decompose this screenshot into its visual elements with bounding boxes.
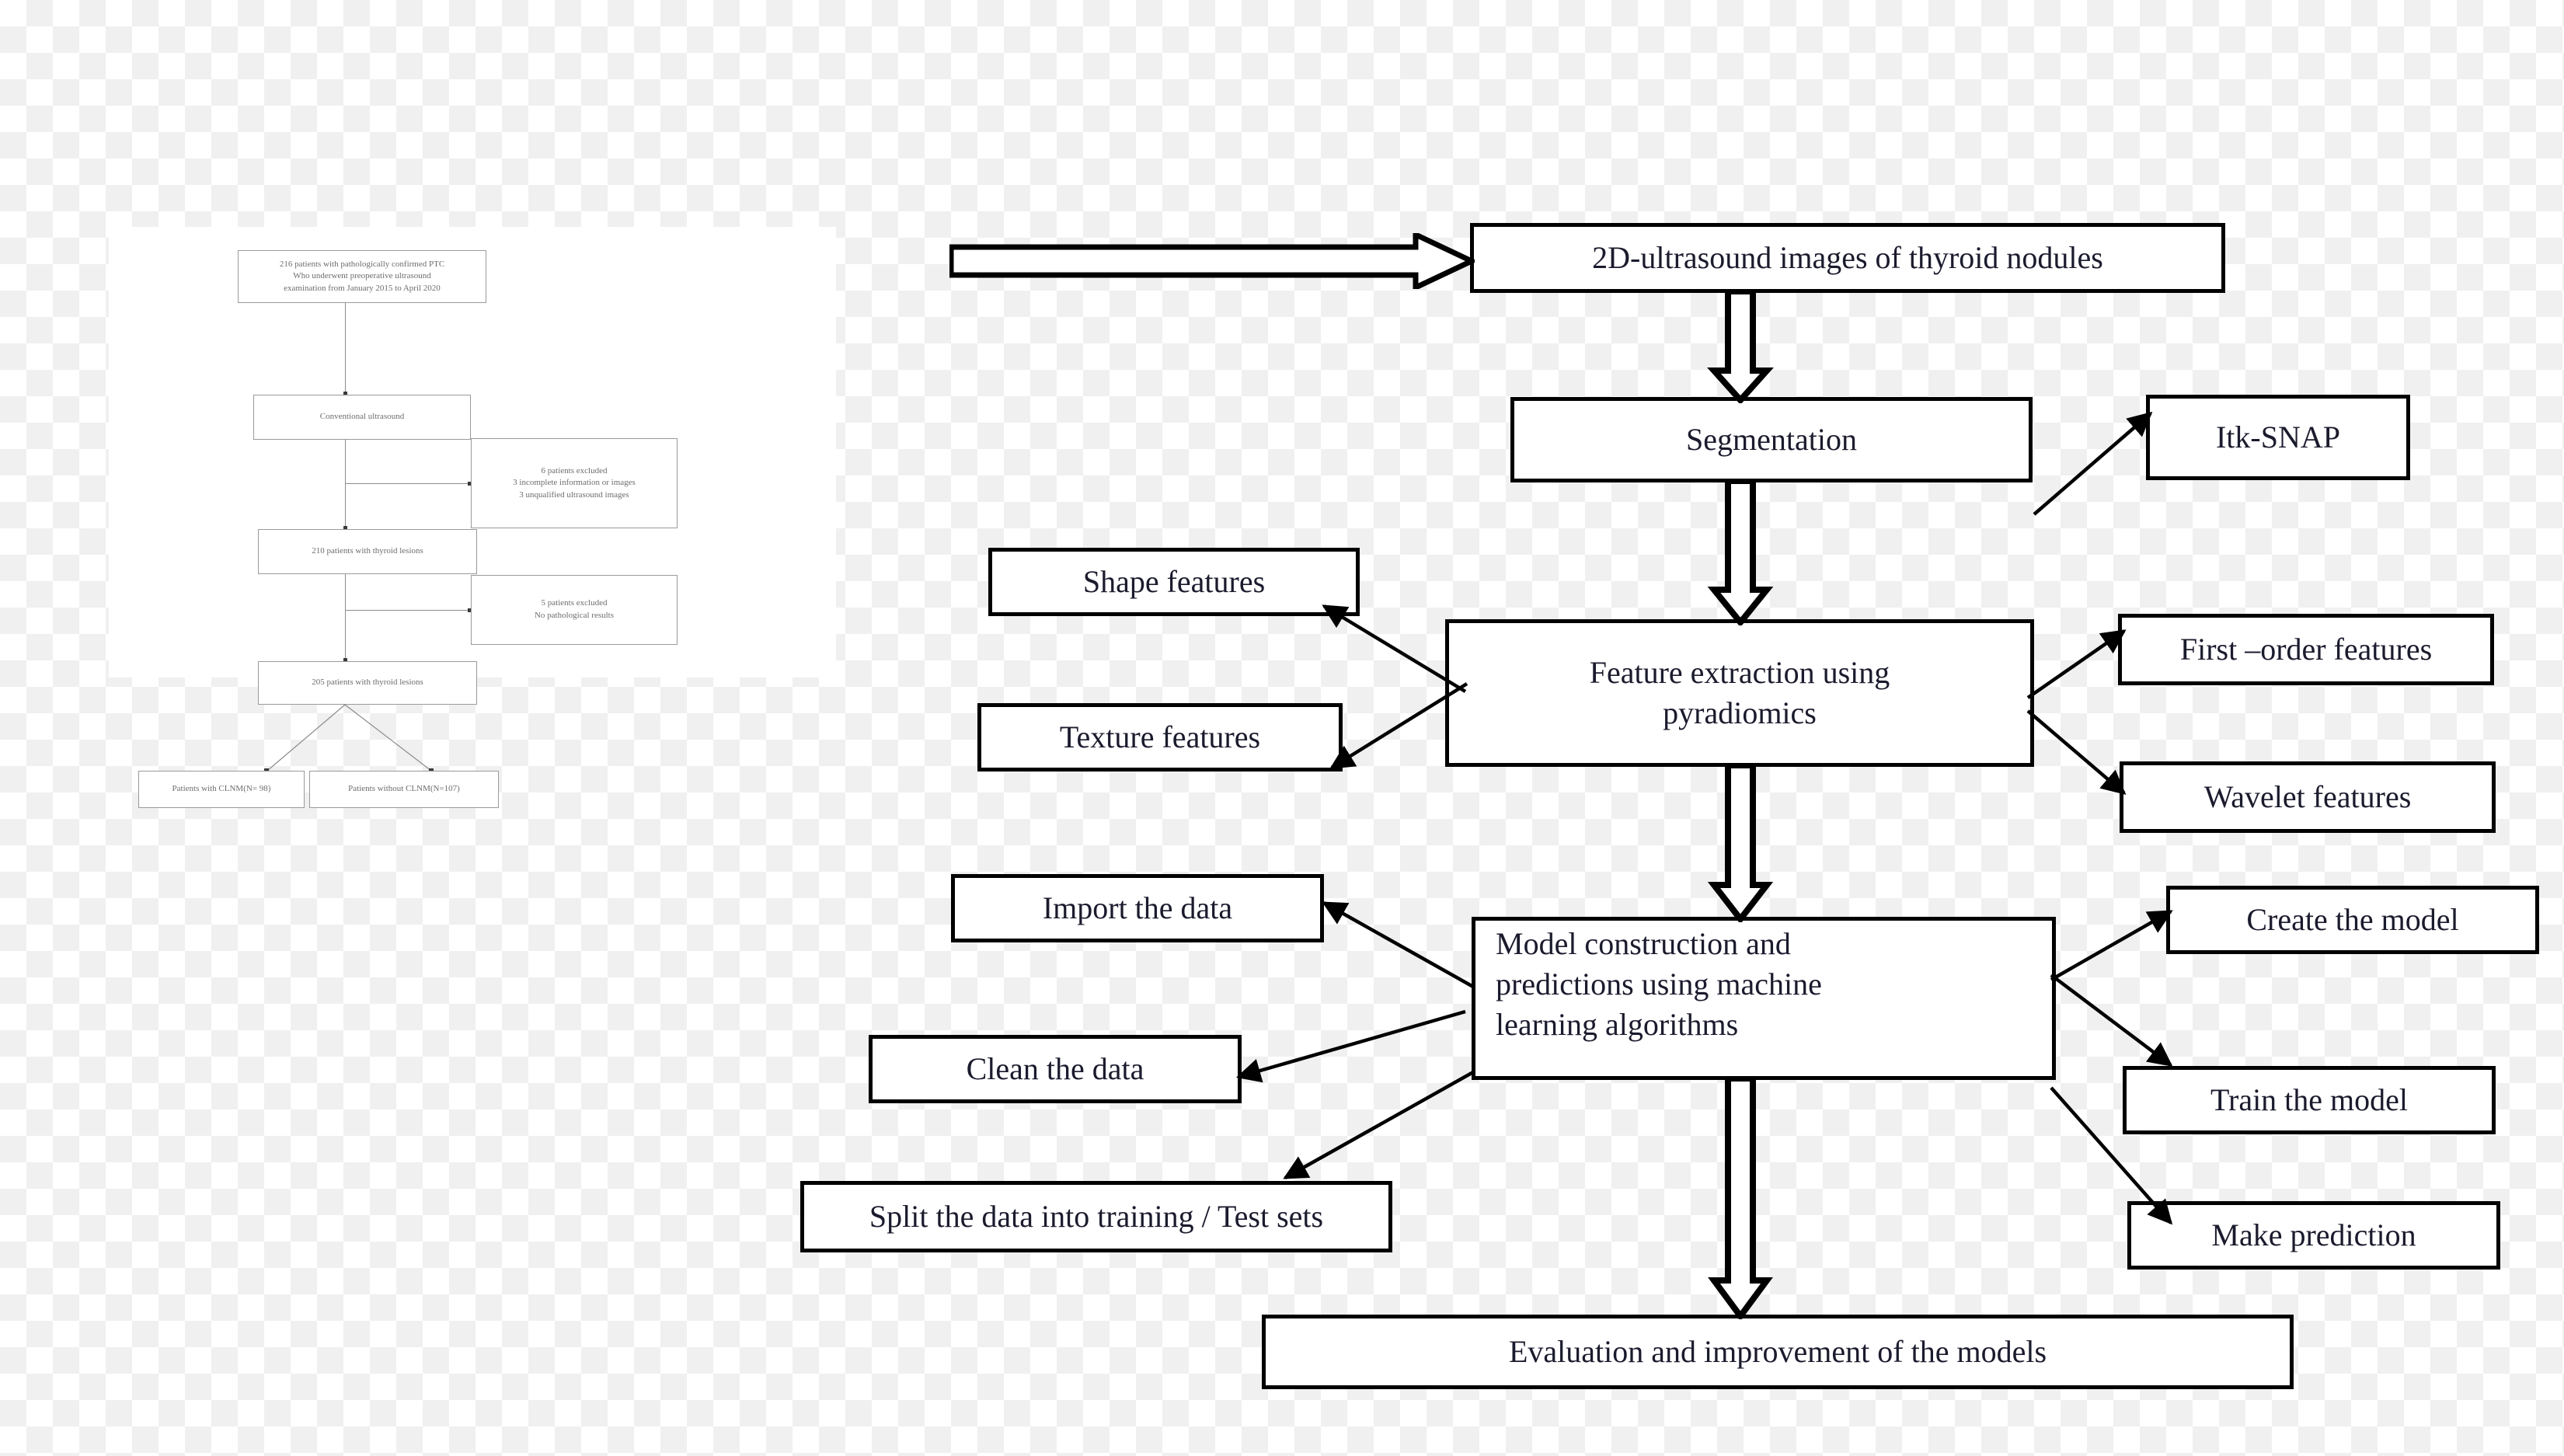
node-label: Clean the data <box>966 1051 1144 1086</box>
inset-box-excluded-6: 6 patients excluded 3 incomplete informa… <box>471 438 678 528</box>
block-arrow-down-model-to-evaluation <box>1702 1077 1779 1319</box>
inset-connector <box>345 440 346 529</box>
line-arrow-feature-to-wavelet <box>2020 703 2137 804</box>
inset-line: No pathological results <box>534 611 615 620</box>
node-label: Shape features <box>1082 564 1266 599</box>
node-segmentation[interactable]: Segmentation <box>1510 397 2033 482</box>
line-arrow-model-to-create <box>2043 897 2183 991</box>
node-import-the-data[interactable]: Import the data <box>951 874 1324 942</box>
inset-line: 205 patients with thyroid lesions <box>312 677 423 688</box>
inset-connector <box>345 483 472 484</box>
line-arrow-model-to-import <box>1313 893 1484 994</box>
node-ultrasound-images[interactable]: 2D-ultrasound images of thyroid nodules <box>1470 223 2225 293</box>
block-arrow-down-images-to-segmentation <box>1702 290 1779 403</box>
inset-connector-dot <box>468 608 472 612</box>
inset-connector <box>345 610 472 611</box>
inset-line: Patients with CLNM(N= 98) <box>172 784 271 794</box>
node-split-the-data[interactable]: Split the data into training / Test sets <box>800 1181 1392 1252</box>
inset-line: 216 patients with pathologically confirm… <box>279 259 445 269</box>
node-create-the-model[interactable]: Create the model <box>2166 886 2539 954</box>
inset-line: examination from January 2015 to April 2… <box>284 283 441 293</box>
node-clean-the-data[interactable]: Clean the data <box>869 1035 1242 1103</box>
node-label: Model construction and <box>1496 926 1791 961</box>
inset-split-connectors <box>140 702 575 779</box>
line-arrow-model-to-prediction <box>2043 1080 2183 1235</box>
inset-box-lesions-205: 205 patients with thyroid lesions <box>258 661 477 705</box>
node-train-the-model[interactable]: Train the model <box>2123 1066 2496 1134</box>
line-arrow-feature-to-shape <box>1313 598 1476 699</box>
node-model-construction[interactable]: Model construction and predictions using… <box>1472 917 2056 1080</box>
inset-connector <box>345 303 346 395</box>
inset-connector-dot <box>343 526 347 530</box>
patient-selection-inset: 216 patients with pathologically confirm… <box>109 227 836 808</box>
node-make-prediction[interactable]: Make prediction <box>2127 1201 2500 1270</box>
inset-box-conventional-ultrasound: Conventional ultrasound <box>253 395 471 440</box>
inset-box-with-clnm: Patients with CLNM(N= 98) <box>138 771 305 808</box>
node-label: 2D-ultrasound images of thyroid nodules <box>1592 240 2103 275</box>
inset-line: Who underwent preoperative ultrasound <box>293 271 431 281</box>
node-evaluation[interactable]: Evaluation and improvement of the models <box>1262 1315 2294 1389</box>
inset-line: Conventional ultrasound <box>319 412 405 422</box>
block-arrow-down-feature-to-model <box>1702 764 1779 922</box>
line-arrow-segmentation-to-itksnap <box>2020 404 2176 521</box>
inset-box-excluded-5: 5 patients excluded No pathological resu… <box>471 575 678 645</box>
inset-line: 3 incomplete information or images <box>513 478 636 488</box>
line-arrow-model-to-split <box>1274 1064 1484 1189</box>
inset-box-without-clnm: Patients without CLNM(N=107) <box>309 771 499 808</box>
inset-connector-dot <box>343 392 347 395</box>
node-label: Wavelet features <box>2203 779 2412 814</box>
node-label: Itk-SNAP <box>2215 420 2341 455</box>
node-label: Make prediction <box>2211 1217 2416 1252</box>
node-shape-features[interactable]: Shape features <box>988 548 1360 616</box>
inset-line: 3 unqualified ultrasound images <box>519 489 629 500</box>
node-label: First –order features <box>2179 632 2433 667</box>
node-label: Evaluation and improvement of the models <box>1508 1334 2047 1369</box>
inset-line: 5 patients excluded <box>541 598 608 608</box>
node-label: Import the data <box>1042 890 1233 925</box>
node-texture-features[interactable]: Texture features <box>977 703 1343 772</box>
inset-box-enrolled: 216 patients with pathologically confirm… <box>238 250 486 303</box>
node-label: pyradiomics <box>1663 695 1817 730</box>
line-arrow-feature-to-firstorder <box>2020 622 2137 707</box>
inset-connector-dot <box>468 482 472 486</box>
inset-connector-dot <box>343 658 347 662</box>
node-label: Create the model <box>2246 902 2459 937</box>
node-label: Split the data into training / Test sets <box>869 1199 1324 1234</box>
inset-line: 210 patients with thyroid lesions <box>312 546 423 556</box>
node-itk-snap[interactable]: Itk-SNAP <box>2146 395 2410 480</box>
node-label: Segmentation <box>1686 422 1857 457</box>
line-arrow-feature-to-texture <box>1321 676 1476 777</box>
node-label: Texture features <box>1059 719 1261 754</box>
node-label: Feature extraction using <box>1589 655 1890 690</box>
inset-box-lesions-210: 210 patients with thyroid lesions <box>258 529 477 574</box>
line-arrow-model-to-clean <box>1228 1002 1476 1088</box>
node-label: Train the model <box>2210 1082 2409 1117</box>
node-feature-extraction[interactable]: Feature extraction using pyradiomics <box>1445 619 2034 767</box>
node-first-order-features[interactable]: First –order features <box>2118 614 2494 685</box>
block-arrow-right-to-images <box>949 233 1475 289</box>
inset-connector <box>345 574 346 661</box>
line-arrow-model-to-train <box>2043 967 2183 1076</box>
inset-line: 6 patients excluded <box>541 465 608 475</box>
inset-line: Patients without CLNM(N=107) <box>348 784 460 794</box>
node-wavelet-features[interactable]: Wavelet features <box>2120 761 2496 833</box>
node-label: learning algorithms <box>1496 1007 1739 1042</box>
block-arrow-down-segmentation-to-feature <box>1702 479 1779 625</box>
node-label: predictions using machine <box>1496 967 1822 1001</box>
